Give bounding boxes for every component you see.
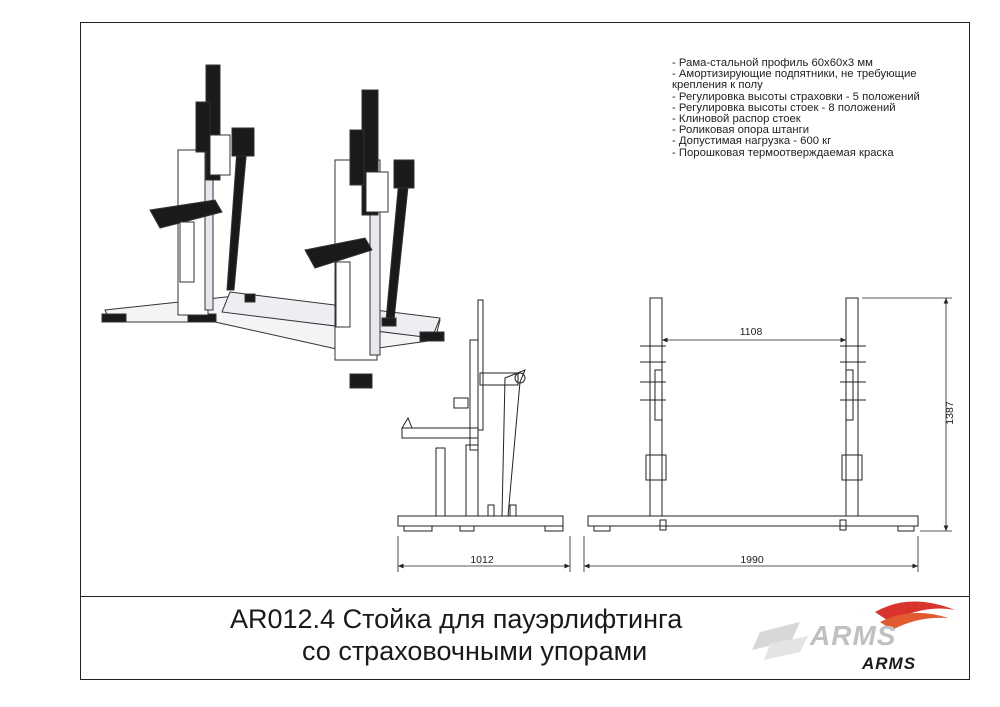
title-block-divider — [80, 596, 970, 597]
left-safety-arm — [149, 199, 223, 229]
spec-item: - Клиновой распор стоек — [672, 113, 801, 126]
spec-item: - Регулировка высоты стоек - 8 положений — [672, 101, 896, 114]
arms-logo-small: ARMS — [862, 654, 917, 673]
title-line-2: со страховочными упорами — [302, 636, 648, 666]
front-view-drawing — [587, 297, 919, 532]
spec-item: крепления к полу — [672, 79, 763, 92]
dimension-label-front-width: 1990 — [740, 554, 764, 566]
dimension-label-height: 1387 — [944, 401, 956, 425]
foot-pad — [419, 331, 445, 342]
spec-item: - Порошковая термоотверждаемая краска — [672, 146, 894, 159]
spec-list: - Рама-стальной профиль 60х60х3 мм - Амо… — [672, 57, 972, 159]
spec-item: - Допустимая нагрузка - 600 кг — [672, 135, 832, 148]
spec-item: - Амортизирующие подпятники, не требующи… — [672, 68, 917, 81]
right-safety-rod — [385, 167, 411, 321]
arms-logo-large: ARMS — [810, 620, 897, 651]
arms-logo-mark — [752, 601, 955, 660]
spec-item: - Рама-стальной профиль 60х60х3 мм — [672, 57, 873, 69]
title-line-1: AR012.4 Стойка для пауэрлифтинга — [230, 604, 683, 634]
dimension-label-inner-width: 1108 — [739, 326, 763, 338]
product-3d-render — [101, 64, 445, 389]
document-title: AR012.4 Стойка для пауэрлифтинга со стра… — [230, 603, 750, 667]
foot-pad — [349, 373, 373, 389]
drawing-frame — [80, 22, 970, 680]
right-safety-arm — [304, 237, 373, 269]
side-view-drawing — [397, 299, 564, 532]
dimension-label-side-width: 1012 — [470, 554, 494, 566]
spec-item: - Роликовая опора штанги — [672, 124, 810, 137]
foot-pad — [101, 313, 127, 323]
dimension-lines — [397, 297, 952, 572]
spec-item: - Регулировка высоты страховки - 5 полож… — [672, 90, 920, 103]
